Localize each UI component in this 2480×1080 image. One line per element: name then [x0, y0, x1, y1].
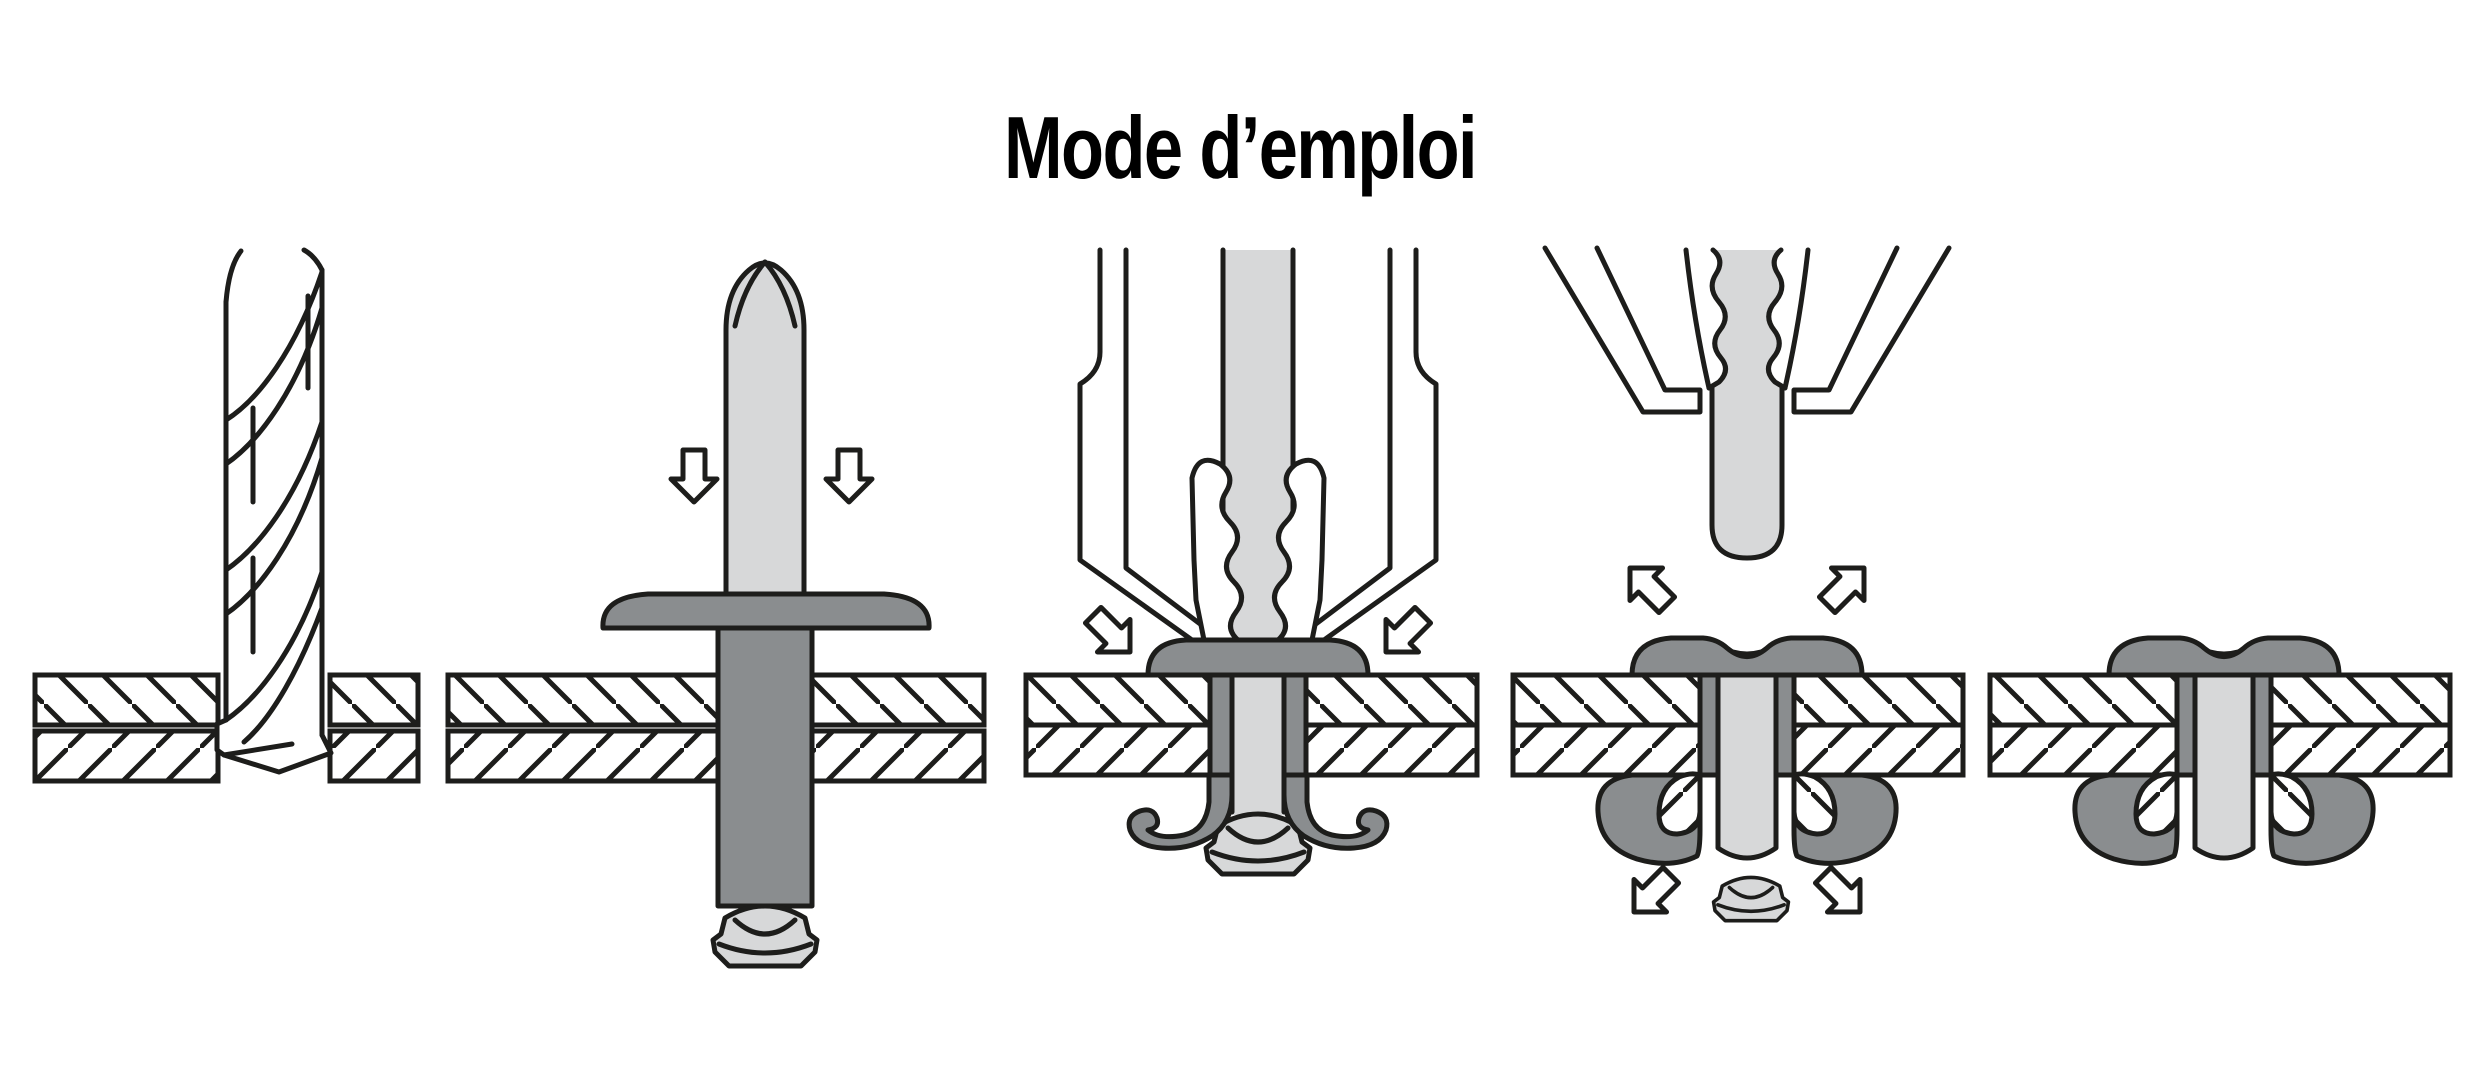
step1-plates	[32, 672, 421, 784]
step3-plates	[1023, 672, 1480, 778]
down-arrow-icon	[671, 450, 717, 502]
rivet-flange	[600, 591, 932, 631]
rivet-body	[715, 625, 815, 909]
rivet-flange	[1145, 637, 1371, 678]
mandrel-head-icon	[713, 906, 817, 966]
plates-cross-section	[32, 672, 2453, 784]
step-1-drill-hole	[214, 247, 334, 775]
page-title: Mode d’emploi	[1004, 98, 1478, 197]
step2-plates	[445, 672, 987, 784]
step-4-mandrel-breaks-off	[1545, 248, 1949, 928]
step-3-pull-mandrel-with-tool	[1077, 247, 1439, 874]
down-arrow-icon	[826, 450, 872, 502]
step4-plates	[1510, 672, 1966, 778]
step5-plates	[1987, 672, 2453, 778]
drill-bit-icon	[217, 250, 331, 772]
step-2-insert-rivet	[600, 259, 932, 966]
broken-mandrel-head-icon	[1711, 875, 1791, 923]
